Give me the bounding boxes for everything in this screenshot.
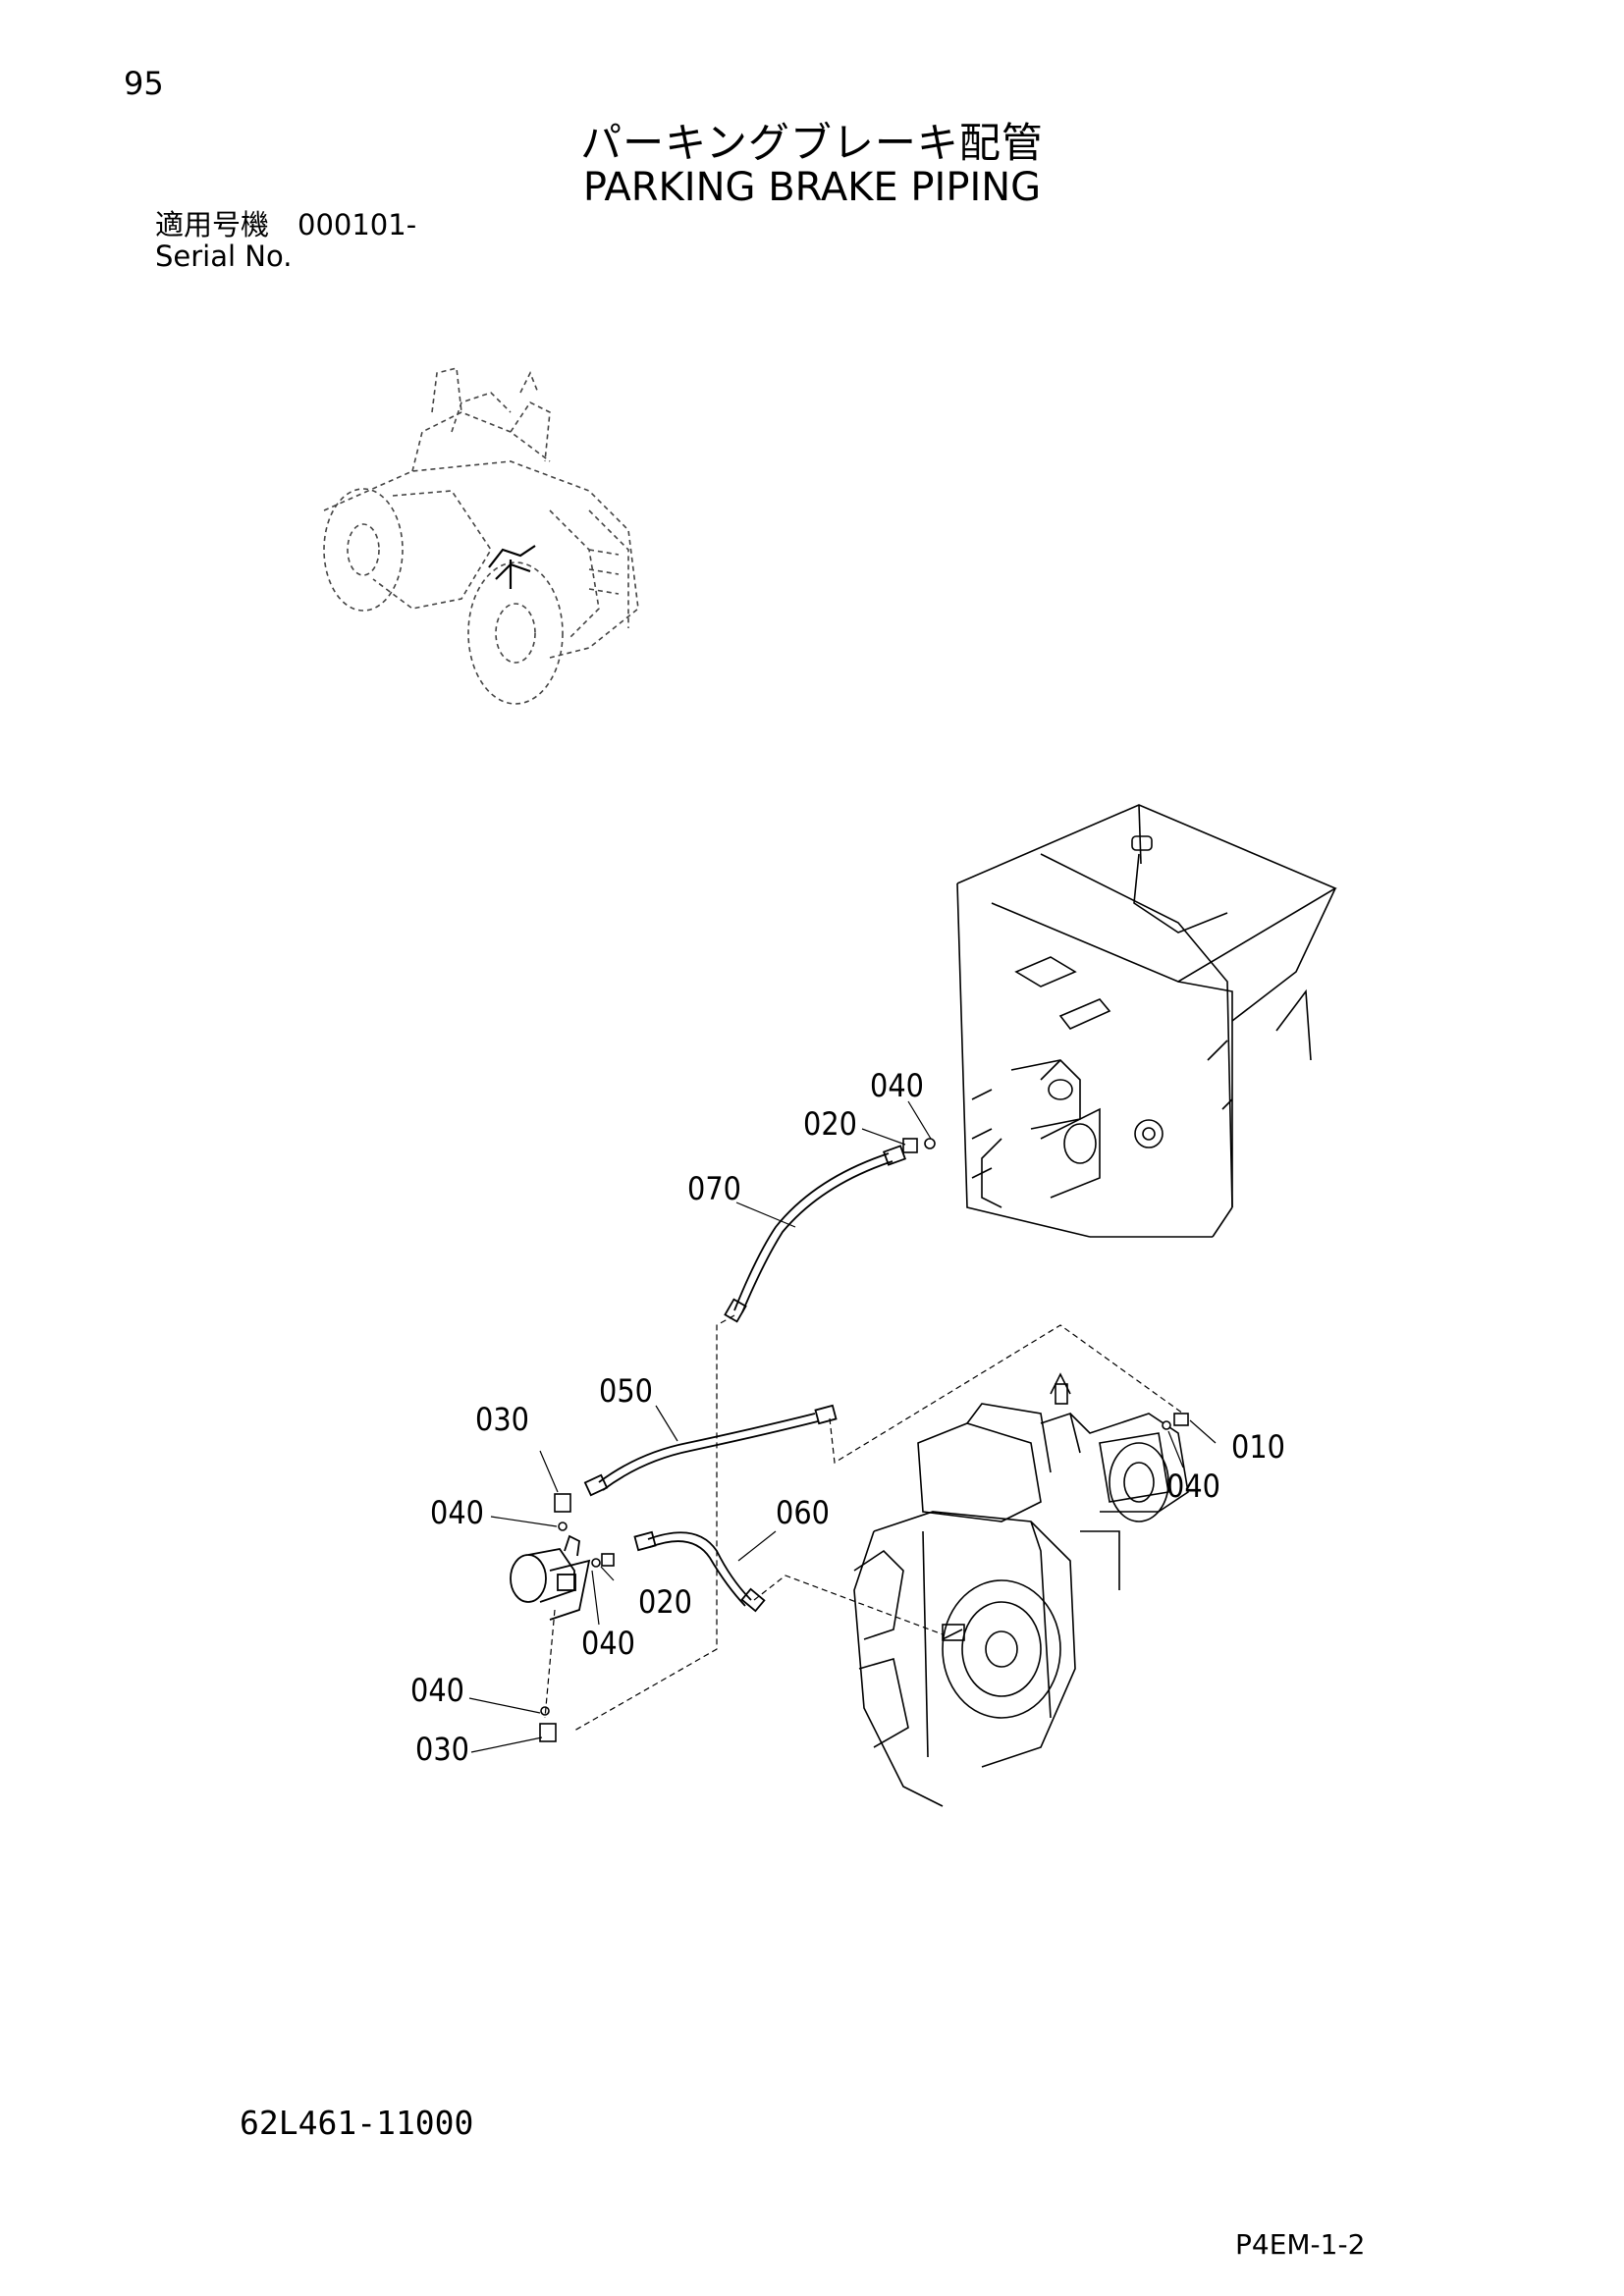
callout-040: 040 [410, 1672, 464, 1709]
callout-030: 030 [475, 1401, 529, 1438]
serial-range-label: 適用号機 000101- [155, 208, 417, 241]
callout-030: 030 [415, 1731, 469, 1768]
callout-040: 040 [430, 1494, 484, 1531]
serial-number-label: Serial No. [155, 240, 293, 273]
fittings [539, 1138, 1189, 1742]
callout-020: 020 [803, 1105, 857, 1143]
callout-040: 040 [870, 1067, 924, 1104]
callout-010: 010 [1231, 1428, 1285, 1466]
overview-highlight-piping [488, 545, 536, 589]
hydraulic-tank-assembly [956, 804, 1337, 1238]
machine-overview-illustration [323, 367, 639, 705]
connection-lines [544, 1314, 1184, 1732]
callout-040: 040 [1166, 1468, 1220, 1505]
callout-020: 020 [638, 1583, 692, 1621]
page-code: P4EM-1-2 [1235, 2228, 1366, 2261]
callout-050: 050 [599, 1372, 653, 1410]
parking-brake-valve [510, 1534, 591, 1621]
callout-040: 040 [581, 1625, 635, 1662]
leader-lines [468, 1100, 1217, 1753]
page-title-japanese: パーキングブレーキ配管 [580, 119, 1044, 167]
hose-070 [724, 1145, 907, 1323]
transmission-pump-assembly [853, 1372, 1189, 1807]
callout-labels: 040 020 070 050 030 040 060 020 040 040 … [410, 1067, 1285, 1768]
page-title: PARKING BRAKE PIPING [582, 165, 1042, 210]
callout-060: 060 [776, 1494, 830, 1531]
callout-070: 070 [687, 1170, 741, 1207]
page-number: 95 [124, 65, 164, 102]
assembly-part-number: 62L461-11000 [240, 2104, 474, 2142]
hose-050 [583, 1404, 838, 1497]
